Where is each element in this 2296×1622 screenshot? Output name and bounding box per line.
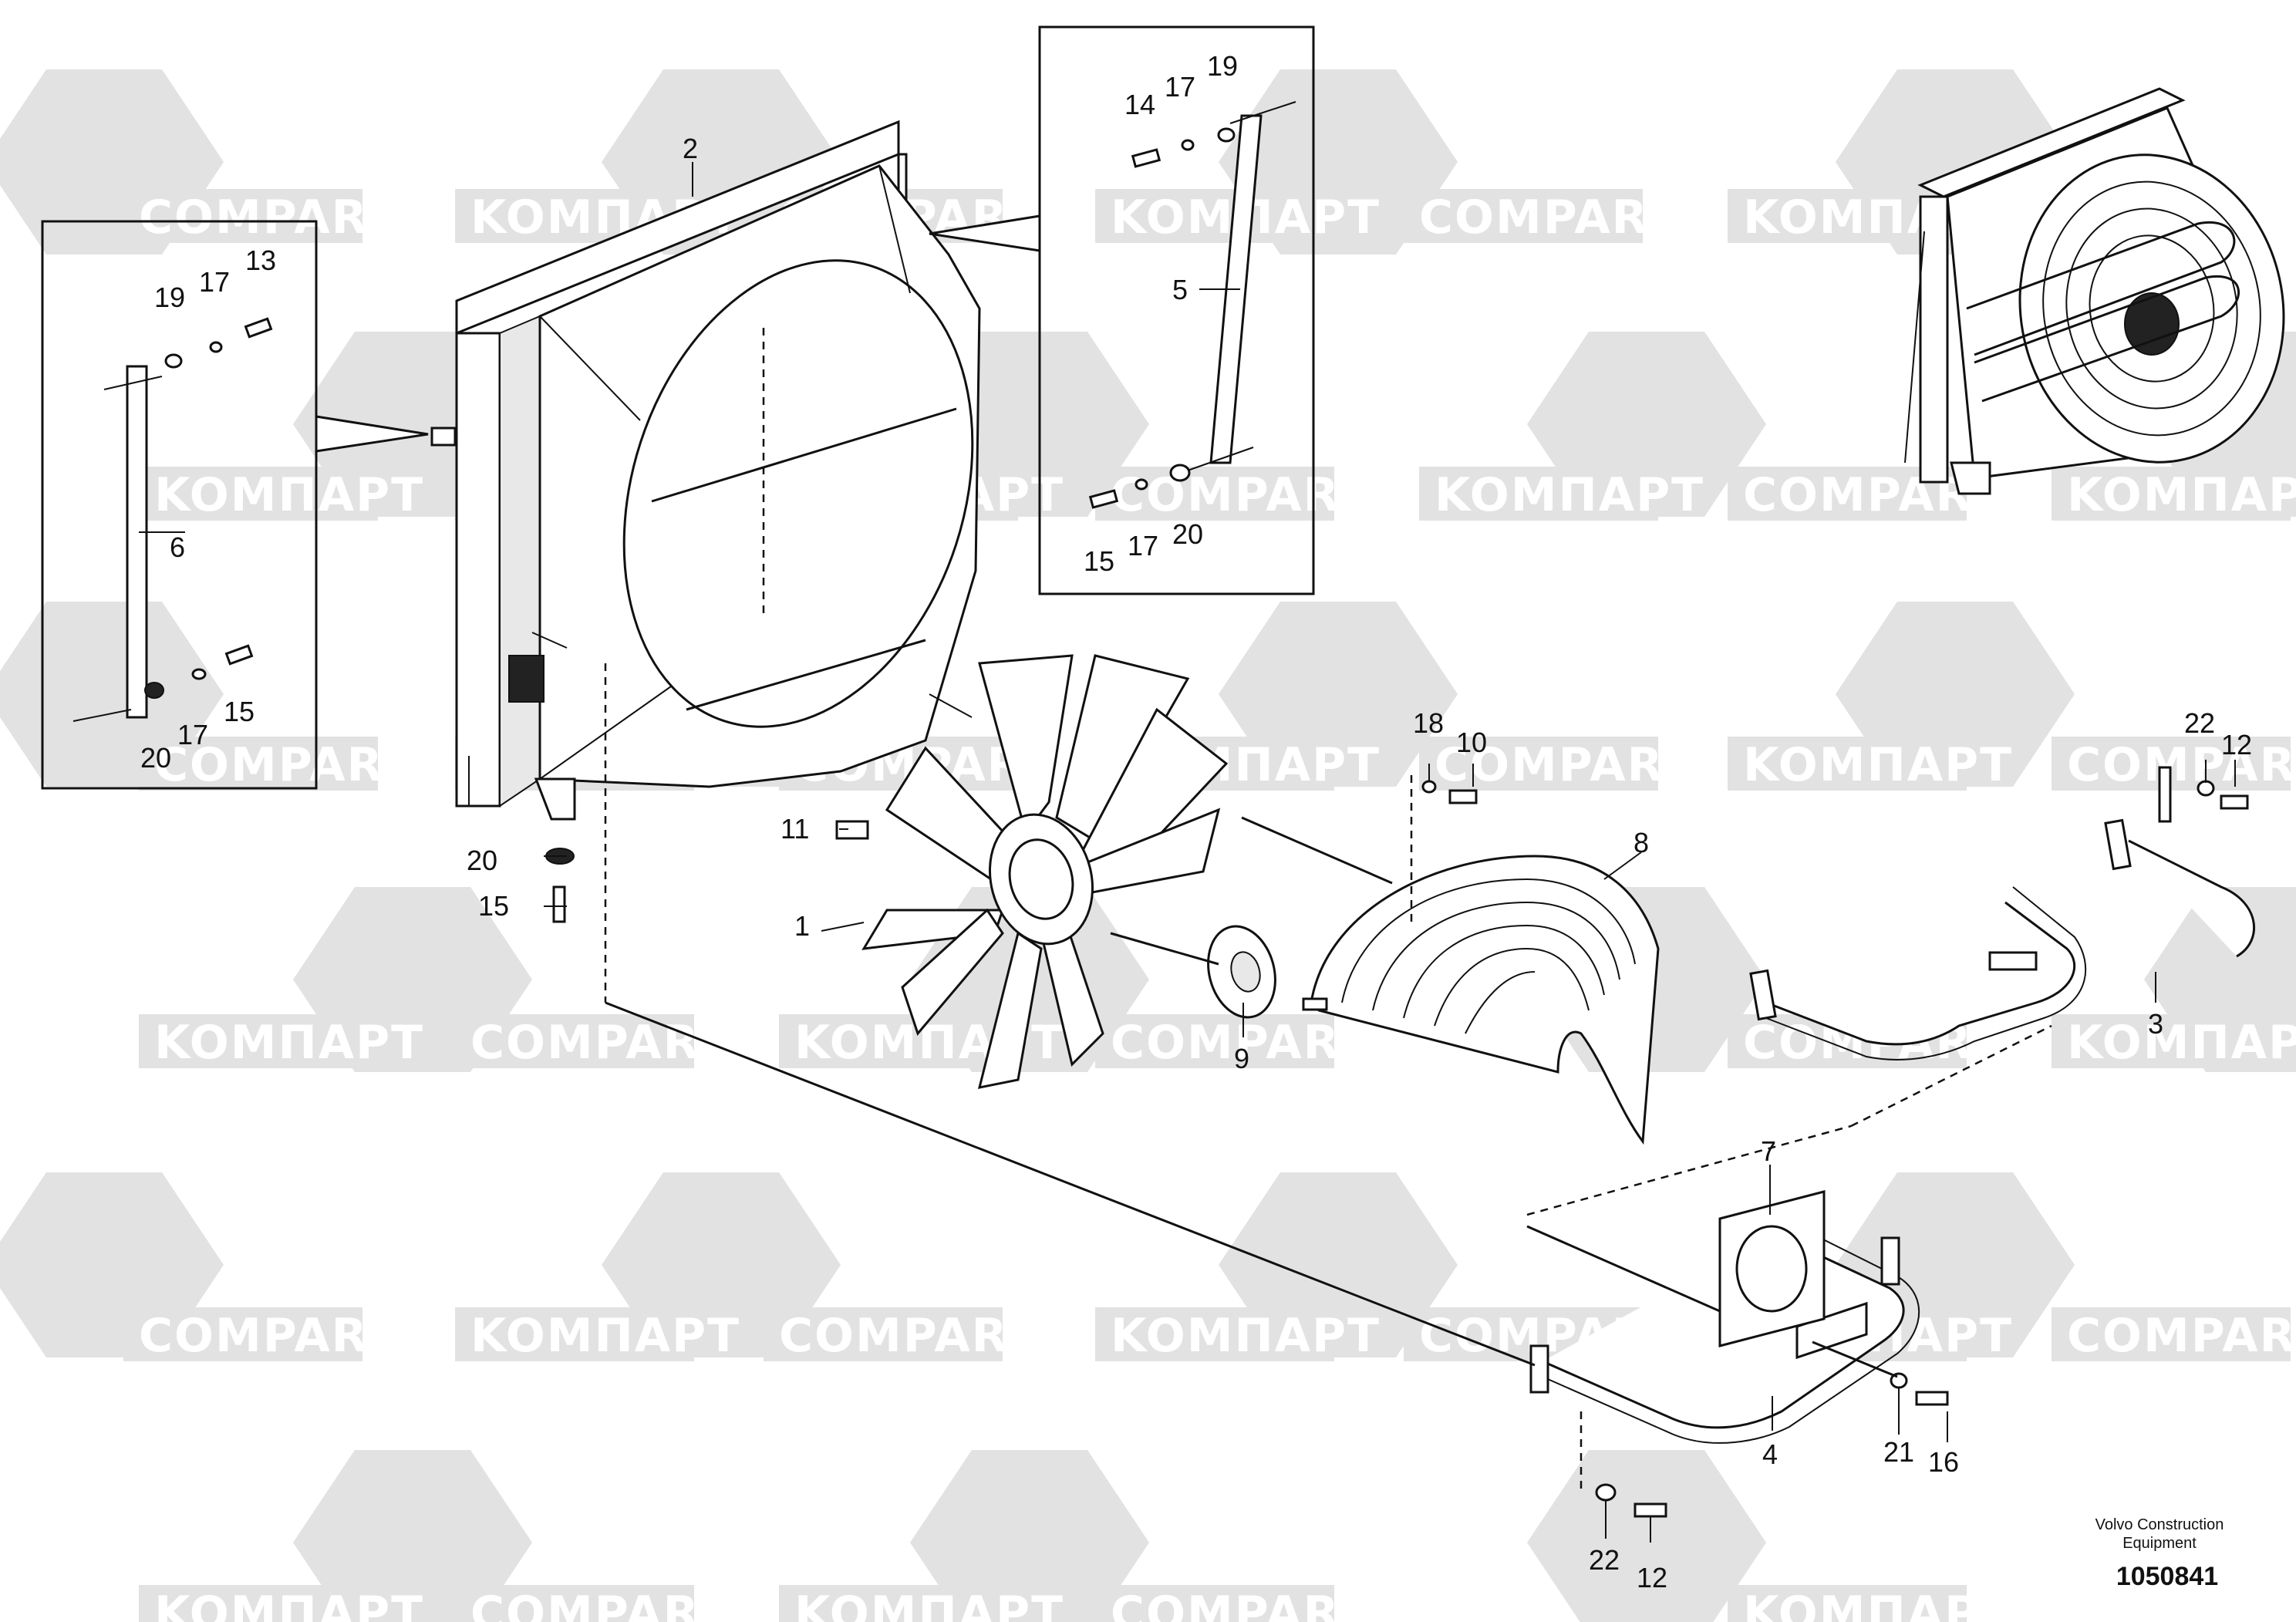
watermark-text: KOMПАРТ xyxy=(1743,738,2013,792)
callout-3: 3 xyxy=(2148,1008,2163,1040)
assembled-view xyxy=(1904,87,2285,495)
leader-lines xyxy=(139,162,2236,1543)
callout-9: 9 xyxy=(1234,1043,1249,1074)
callout-12: 12 xyxy=(1637,1562,1667,1593)
callout-11: 11 xyxy=(781,813,809,845)
watermark-text: COMPART xyxy=(1435,738,1695,792)
callout-2: 2 xyxy=(683,133,698,164)
callout-19: 19 xyxy=(1207,50,1238,82)
drawing-id: 1050841 xyxy=(2116,1562,2218,1591)
fan-shroud-part-2 xyxy=(430,120,981,821)
watermark-text: KOMПАРТ xyxy=(2067,468,2296,522)
callout-1: 1 xyxy=(794,910,810,942)
watermark-text: COMPART xyxy=(1111,468,1371,522)
callout-21: 21 xyxy=(1883,1436,1914,1468)
footer: Volvo Construction Equipment 1050841 xyxy=(2095,1516,2224,1591)
callout-20: 20 xyxy=(1172,518,1203,550)
watermark-text: KOMПАРТ xyxy=(470,1309,740,1363)
callout-7: 7 xyxy=(1761,1135,1776,1167)
watermark-text: KOMПАРТ xyxy=(154,1587,424,1622)
callout-13: 13 xyxy=(245,244,276,276)
callout-15: 15 xyxy=(1084,545,1114,577)
publisher-line-1: Volvo Construction xyxy=(2095,1516,2224,1533)
watermark-text: KOMПАРТ xyxy=(154,1016,424,1070)
watermark-text: COMPART xyxy=(2067,1309,2296,1363)
callout-14: 14 xyxy=(1124,89,1155,120)
watermark-text: COMPART xyxy=(470,1587,731,1622)
detail-box-part-6 xyxy=(41,220,429,790)
guard-tube-part-3 xyxy=(1749,766,2255,1061)
callout-4: 4 xyxy=(1762,1438,1778,1470)
callout-17: 17 xyxy=(177,719,208,750)
watermark-text: KOMПАРТ xyxy=(2067,1016,2296,1070)
watermark-text: KOMПАРТ xyxy=(794,1587,1064,1622)
watermark-text: COMPART xyxy=(154,738,415,792)
callout-6: 6 xyxy=(170,531,185,563)
callouts: 2 6 19 17 13 20 17 15 14 17 19 5 15 17 2… xyxy=(140,50,2252,1593)
plate-part-7 xyxy=(1718,1190,1826,1347)
watermark-text: COMPART xyxy=(1111,1587,1371,1622)
watermark-text: COMPART xyxy=(139,1309,400,1363)
callout-17: 17 xyxy=(199,266,230,298)
callout-10: 10 xyxy=(1456,727,1487,758)
callout-8: 8 xyxy=(1633,827,1649,858)
watermark-text: COMPART xyxy=(779,1309,1040,1363)
watermark-text: KOMПАРТ xyxy=(1435,468,1704,522)
watermark-text: COMPART xyxy=(470,1016,731,1070)
callout-17: 17 xyxy=(1128,530,1158,561)
watermark-text: KOMПАРТ xyxy=(1743,1587,2013,1622)
callout-20: 20 xyxy=(140,742,171,774)
adapter-part-9 xyxy=(1207,925,1276,1019)
callout-19: 19 xyxy=(154,282,185,313)
callout-12: 12 xyxy=(2221,729,2252,760)
watermark-text: COMPART xyxy=(139,191,400,244)
callout-17: 17 xyxy=(1165,71,1195,103)
callout-18: 18 xyxy=(1413,707,1444,739)
callout-16: 16 xyxy=(1928,1446,1959,1478)
watermark-text: COMPART xyxy=(1419,191,1680,244)
callout-20: 20 xyxy=(467,845,497,876)
fan-part-1 xyxy=(835,654,1229,1089)
watermark-text: COMPART xyxy=(1111,1016,1371,1070)
callout-15: 15 xyxy=(478,890,509,922)
watermark-text: KOMПАРТ xyxy=(1111,1309,1381,1363)
callout-5: 5 xyxy=(1172,274,1188,305)
callout-15: 15 xyxy=(224,696,255,727)
fan-guard-part-8 xyxy=(1302,855,1660,1145)
publisher-line-2: Equipment xyxy=(2122,1535,2197,1552)
watermark-text: KOMПАРТ xyxy=(154,468,424,522)
watermark-text: COMPART xyxy=(2067,738,2296,792)
callout-22: 22 xyxy=(1589,1544,1620,1576)
callout-22: 22 xyxy=(2184,707,2215,739)
